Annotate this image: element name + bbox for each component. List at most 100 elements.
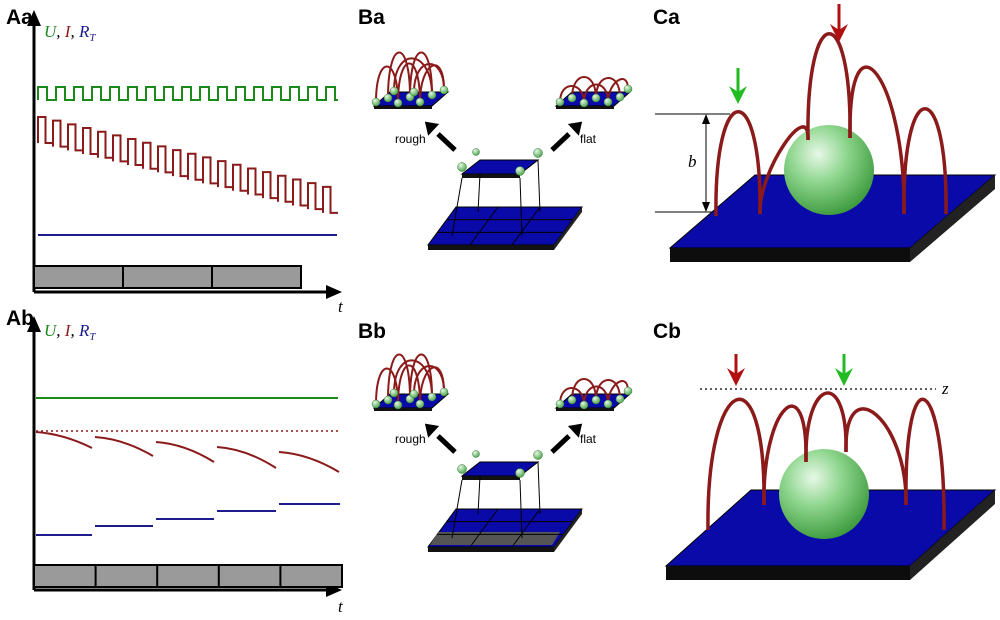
probe-wire (519, 177, 523, 237)
field-arc (848, 65, 906, 215)
base-plate-edge (428, 245, 554, 250)
sensor-ball (579, 400, 589, 410)
field-arc (413, 63, 445, 93)
field-arc (583, 83, 609, 104)
sensor-ball (515, 468, 525, 478)
probe-tile-edge (462, 174, 520, 178)
panel-aa: Aa U, I, RT t (6, 6, 344, 316)
black-arrow-icon (424, 121, 440, 136)
field-arc (559, 85, 585, 104)
field-arc (393, 57, 433, 96)
black-arrow-icon (550, 132, 571, 152)
current-decay-segment (216, 446, 277, 469)
sensor-ball (603, 97, 613, 107)
surface-slab-side (910, 175, 995, 262)
down-arrow-icon (729, 68, 747, 104)
field-arc (397, 364, 421, 406)
mini-tile-edge (374, 408, 432, 411)
current-trace (35, 431, 340, 473)
segment-bar (33, 564, 343, 588)
black-arrow-icon (567, 423, 583, 438)
field-arc (583, 385, 609, 406)
sensor-ball (415, 97, 425, 107)
probe-tile (460, 159, 540, 175)
legend-ab: U, I, RT (44, 321, 96, 343)
surface-slab-side (910, 490, 995, 580)
sensor-ball (555, 97, 565, 107)
field-arc (714, 109, 762, 217)
probe-wire (451, 177, 463, 237)
field-arc (387, 51, 411, 99)
field-arc (387, 353, 411, 401)
panel-label-ca: Ca (653, 6, 680, 29)
legend-r-subscript: T (89, 331, 96, 343)
sensor-ball (409, 87, 419, 97)
sensor-ball (457, 162, 467, 172)
base-plate-edge (554, 509, 582, 552)
field-arc (397, 62, 421, 104)
down-arrow-icon (835, 354, 853, 386)
voltage-trace (37, 86, 338, 101)
dimension-arrowhead (702, 202, 710, 212)
legend-r-subscript: T (89, 32, 96, 44)
panel-ba: Ba rough flat (358, 6, 633, 250)
sensor-ball (623, 386, 633, 396)
sensor-ball (567, 93, 577, 103)
sensor-ball (515, 166, 525, 176)
segment-bar-body (33, 564, 343, 588)
x-axis-arrowhead (326, 285, 342, 299)
base-plate-edge (428, 547, 554, 552)
grid-line (511, 508, 541, 548)
y-axis-arrowhead (27, 10, 41, 26)
sensor-ball (567, 395, 577, 405)
current-decay-segment (94, 436, 154, 457)
sensor-ball (533, 450, 543, 460)
down-arrow-icon (830, 4, 848, 42)
legend-u: U (44, 22, 58, 41)
sensor-ball (427, 392, 437, 402)
mini-tile-edge (374, 106, 432, 109)
field-arc (844, 407, 908, 506)
sensor-ball (439, 387, 449, 397)
probe-schematic (371, 353, 633, 552)
field-arc (902, 107, 948, 215)
sensor-ball (615, 92, 625, 102)
field-arc (595, 77, 621, 99)
sensor-ball (371, 399, 381, 409)
field-arc (804, 391, 848, 463)
caption-flat: flat (580, 432, 597, 446)
sensor-ball (389, 388, 399, 398)
segment-bar (33, 265, 302, 289)
field-arc (706, 397, 766, 531)
panel-cb: Cb z (653, 320, 997, 580)
down-arrow-icon (727, 354, 745, 386)
field-arc (762, 404, 808, 506)
panel-label-aa: Aa (6, 6, 33, 29)
sensor-ball (472, 148, 480, 156)
sensor-ball (371, 97, 381, 107)
axis-t-label: t (338, 297, 344, 316)
field-arc (413, 365, 445, 395)
legend-sep: , (70, 22, 79, 41)
legend-sep: , (56, 22, 65, 41)
current-decay-segment (278, 451, 340, 473)
mini-tile-edge (556, 408, 614, 411)
axis-t-label: t (338, 597, 344, 616)
field-arcs (714, 32, 948, 217)
probe-tile (460, 461, 540, 477)
panel-label-ba: Ba (358, 6, 385, 29)
black-arrow-icon (567, 121, 583, 136)
sensor-ball (615, 394, 625, 404)
sensor-ball (415, 399, 425, 409)
field-arcs (706, 391, 946, 531)
sensor-ball (533, 148, 543, 158)
sphere-particle (784, 125, 874, 215)
dimension-arrowhead (702, 114, 710, 124)
probe-wire (537, 159, 541, 213)
probe-wire (477, 475, 481, 515)
sensor-ball (409, 389, 419, 399)
base-plate-edge (554, 207, 582, 250)
caption-rough: rough (395, 432, 426, 446)
sensor-ball (555, 399, 565, 409)
legend-r: R (78, 321, 90, 340)
